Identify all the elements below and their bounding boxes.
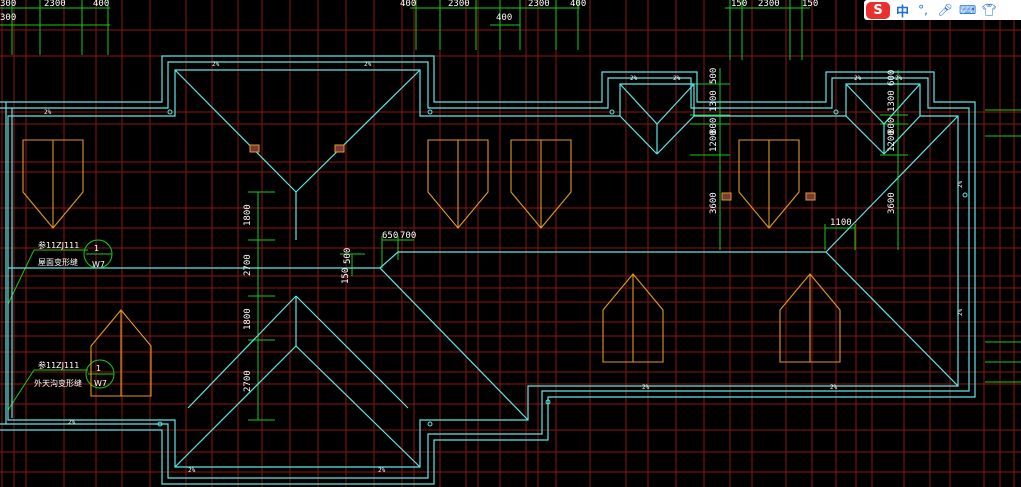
ime-punctuation-toggle[interactable]: °, <box>918 3 928 17</box>
dim-1100: 1100 <box>830 218 852 228</box>
note-roof-joint: 屋面变形缝 <box>38 257 78 267</box>
slope-label: 2% <box>212 61 220 68</box>
dim-top-11: 150 <box>802 0 818 9</box>
slope-label: 2% <box>957 180 964 188</box>
slope-label: 2% <box>957 308 964 316</box>
dim-top-2: 2300 <box>44 0 66 9</box>
slope-label: 2% <box>44 109 52 116</box>
dim-right1-500: 500 <box>709 68 719 84</box>
ime-logo-icon[interactable]: S <box>866 1 890 19</box>
slope-label: 2% <box>630 75 638 82</box>
dim-right2-3600: 3600 <box>887 192 897 214</box>
dim-mid-2700-top: 2700 <box>243 254 253 276</box>
dim-top-9: 150 <box>731 0 747 9</box>
dim-top-8: 400 <box>570 0 586 9</box>
dim-top-7: 2300 <box>528 0 550 9</box>
note-ref-top: 参11ZJ111 <box>38 240 79 250</box>
slope-label: 2% <box>188 467 196 474</box>
ime-language-toggle[interactable]: 中 <box>896 4 910 20</box>
dim-right1-1200: 1200 <box>709 130 719 152</box>
dim-mid-2700-bottom: 2700 <box>243 370 253 392</box>
detail-sheet-top: W7 <box>92 260 105 269</box>
dim-650: 650 <box>382 231 398 241</box>
green-dimension-lines <box>0 0 1021 421</box>
dim-mid-1800-bottom: 1800 <box>243 308 253 330</box>
dim-right2-1300: 1300 <box>887 90 897 112</box>
note-gutter-joint: 外天沟变形缝 <box>34 378 82 388</box>
dim-top-1: 300 <box>0 0 16 9</box>
dim-mid-1800-top: 1800 <box>243 204 253 226</box>
keyboard-icon[interactable]: ⌨ <box>959 3 977 17</box>
dim-right1-800: 800 <box>709 118 719 134</box>
dim-top-5: 2300 <box>448 0 470 9</box>
dim-left: 300 <box>0 13 16 23</box>
dim-top-10: 2300 <box>758 0 780 9</box>
roof-vents <box>249 144 816 201</box>
skin-shirt-icon[interactable]: 👕︎ <box>981 3 997 17</box>
dim-top-3: 400 <box>93 0 109 9</box>
slope-label: 2% <box>364 61 372 68</box>
roof-drains <box>157 109 968 427</box>
dim-right2-600: 600 <box>887 70 897 86</box>
ime-toolbar[interactable]: S 中 °, 🎤︎ ⌨ 👕︎ <box>864 0 1021 20</box>
slope-label: 2% <box>830 384 838 391</box>
dim-right1-3600: 3600 <box>709 192 719 214</box>
slope-label: 2% <box>854 75 862 82</box>
slope-label: 2% <box>68 419 76 426</box>
dim-500: 500 <box>343 248 353 264</box>
dim-right2-1200: 1200 <box>887 130 897 152</box>
note-ref-bottom: 参11ZJ111 <box>38 360 79 370</box>
slope-label: 2% <box>642 384 650 391</box>
slope-label: 2% <box>673 75 681 82</box>
skylight-windows <box>22 139 841 397</box>
detail-number-top: 1 <box>94 244 99 253</box>
detail-sheet-bottom: W7 <box>94 379 107 388</box>
microphone-icon[interactable]: 🎤︎ <box>937 3 953 17</box>
slope-label: 2% <box>378 467 386 474</box>
roof-outline <box>0 55 976 485</box>
dim-top-4: 400 <box>400 0 416 9</box>
dim-150: 150 <box>341 268 351 284</box>
slope-label: 2% <box>895 75 903 82</box>
dim-right2-800: 800 <box>887 118 897 134</box>
dim-700: 700 <box>400 231 416 241</box>
detail-number-bottom: 1 <box>96 364 101 373</box>
dim-top-6: 400 <box>496 13 512 23</box>
dim-right1-1300: 1300 <box>709 90 719 112</box>
